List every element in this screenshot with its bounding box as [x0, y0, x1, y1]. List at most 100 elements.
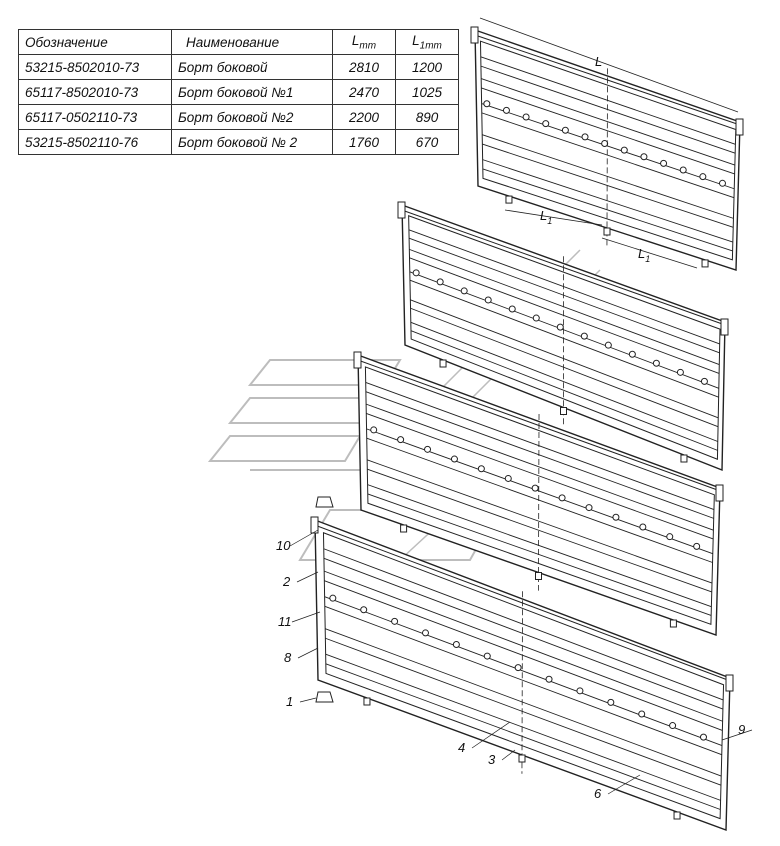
- hinge: [581, 133, 589, 141]
- hinge: [508, 305, 516, 313]
- corner-post: [310, 516, 319, 534]
- latch: [505, 195, 513, 204]
- cell: Борт боковой: [171, 54, 333, 80]
- hinge: [628, 350, 636, 358]
- slat-line: [365, 403, 714, 531]
- hinge: [660, 159, 668, 167]
- cell: Борт боковой №2: [171, 104, 333, 130]
- dimension-L1: L1: [540, 208, 552, 226]
- hinge: [556, 323, 564, 331]
- hinge: [620, 146, 628, 154]
- callout-leader: [471, 721, 511, 749]
- hinge: [545, 675, 553, 683]
- hinge: [436, 278, 444, 286]
- hinge: [412, 269, 420, 277]
- hinge: [585, 504, 593, 512]
- hinge: [460, 287, 468, 295]
- slat-line: [408, 229, 720, 345]
- callout-6: 6: [594, 786, 602, 801]
- hinge: [514, 664, 522, 672]
- slat-line: [409, 279, 719, 398]
- corner-post: [353, 351, 362, 369]
- side-panel-3: [353, 351, 724, 636]
- cell: 670: [395, 129, 459, 155]
- hinge: [483, 652, 491, 660]
- slat-line: [481, 87, 735, 175]
- cell: 2470: [332, 79, 396, 105]
- cap-part: [315, 691, 334, 703]
- cell: 1760: [332, 129, 396, 155]
- side-panel-1: [470, 26, 744, 271]
- hinge: [699, 733, 707, 741]
- hinge: [580, 332, 588, 340]
- spec-table: Обозначение Наименование Lmm L1mm 53215-…: [18, 29, 459, 155]
- slat-line: [481, 78, 736, 166]
- callout-2: 2: [282, 574, 291, 589]
- dimension-line-L: [479, 17, 739, 113]
- latch: [603, 227, 611, 236]
- slat-line: [324, 580, 723, 731]
- center-line: [538, 413, 540, 591]
- slat-line: [480, 56, 736, 145]
- callout-10: 10: [276, 538, 291, 553]
- slat-line: [325, 653, 721, 801]
- slat-line: [481, 112, 735, 199]
- latch: [680, 454, 688, 463]
- hinge: [666, 533, 674, 541]
- hinge: [484, 296, 492, 304]
- latch: [535, 572, 542, 580]
- slat-line: [365, 382, 715, 510]
- corner-post: [470, 26, 479, 44]
- hinge: [329, 594, 337, 602]
- callout-leader: [289, 529, 319, 547]
- hinge: [612, 513, 620, 521]
- slat-line: [325, 637, 722, 786]
- callout-1: 1: [286, 694, 293, 709]
- cell: 1025: [395, 79, 459, 105]
- callout-leader: [297, 647, 319, 659]
- hinge: [522, 113, 530, 121]
- latch: [701, 259, 709, 268]
- slat-line: [323, 557, 724, 710]
- cell: 1200: [395, 54, 459, 80]
- hinge: [477, 465, 485, 473]
- hinge: [676, 368, 684, 376]
- slat-line: [410, 299, 719, 419]
- hinge: [360, 606, 368, 614]
- slat-line: [366, 437, 713, 563]
- corner-post: [735, 118, 744, 136]
- hinge: [531, 484, 539, 492]
- panel-inner-frame: [408, 215, 721, 460]
- hinge: [699, 173, 707, 181]
- header-name: Наименование: [171, 29, 333, 55]
- cell: 53215-8502110-76: [18, 129, 172, 155]
- hinge: [700, 377, 708, 385]
- callout-leader: [291, 611, 321, 623]
- callout-8: 8: [284, 650, 292, 665]
- cell: 65117-0502110-73: [18, 104, 172, 130]
- cell: 53215-8502010-73: [18, 54, 172, 80]
- hinge: [483, 100, 491, 108]
- hinge: [502, 106, 510, 114]
- cell: 2810: [332, 54, 396, 80]
- cell: Борт боковой №1: [171, 79, 333, 105]
- slat-line: [325, 628, 722, 777]
- hinge: [669, 722, 677, 730]
- dimension-line-L1: [504, 209, 603, 226]
- slat-line: [480, 65, 736, 154]
- slat-line: [367, 468, 712, 593]
- slat-line: [410, 307, 719, 428]
- hinge: [652, 359, 660, 367]
- header-L: Lmm: [332, 29, 396, 55]
- hinge: [693, 542, 701, 550]
- slat-line: [410, 321, 718, 442]
- hinge: [391, 617, 399, 625]
- hinge: [604, 341, 612, 349]
- slat-line: [367, 484, 712, 608]
- dimension-L1: L1: [638, 246, 650, 264]
- hinge: [558, 494, 566, 502]
- slat-line: [482, 159, 733, 243]
